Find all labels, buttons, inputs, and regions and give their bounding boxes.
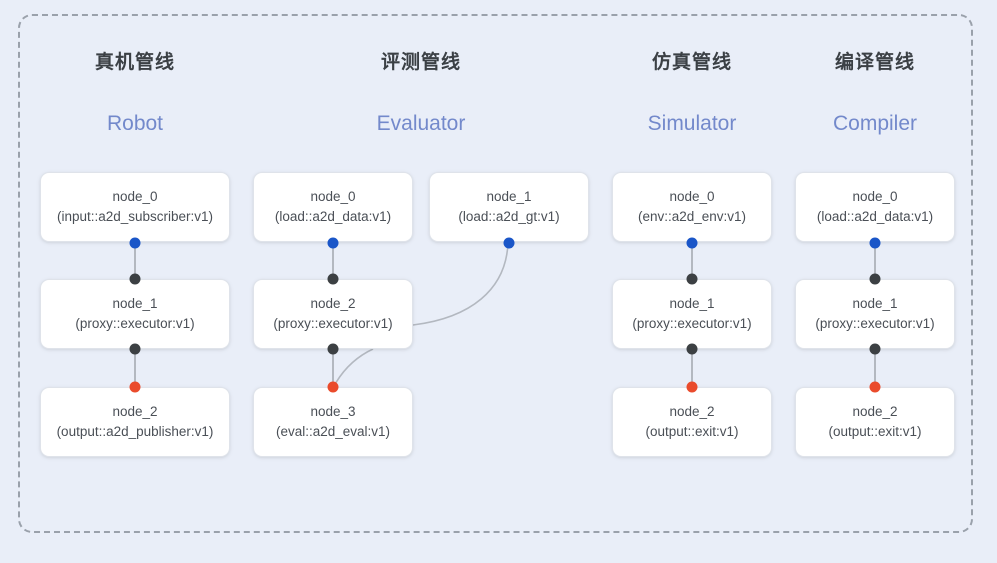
node-robot-2[interactable]: node_2 (output::a2d_publisher:v1) (40, 387, 230, 457)
port-in-simulator-2[interactable] (686, 381, 698, 393)
node-evaluator-0[interactable]: node_0 (load::a2d_data:v1) (253, 172, 413, 242)
port-out-simulator-1[interactable] (686, 343, 698, 355)
node-spec: (eval::a2d_eval:v1) (275, 424, 391, 439)
column-subtitle-compiler: Compiler (832, 112, 918, 135)
port-in-evaluator-2[interactable] (327, 273, 339, 285)
node-spec: (env::a2d_env:v1) (637, 209, 747, 224)
node-name: node_1 (669, 296, 715, 311)
edge-simulator-1-2 (691, 349, 693, 388)
node-name: node_0 (852, 189, 898, 204)
node-name: node_0 (112, 189, 158, 204)
node-robot-1[interactable]: node_1 (proxy::executor:v1) (40, 279, 230, 349)
node-spec: (output::exit:v1) (645, 424, 739, 439)
port-out-compiler-0[interactable] (869, 237, 881, 249)
port-out-compiler-1[interactable] (869, 343, 881, 355)
port-out-simulator-0[interactable] (686, 237, 698, 249)
column-simulator: 仿真管线 Simulator (612, 50, 772, 138)
node-spec: (load::a2d_gt:v1) (458, 209, 560, 224)
port-out-evaluator-2[interactable] (327, 343, 339, 355)
node-name: node_2 (310, 296, 356, 311)
node-name: node_2 (112, 404, 158, 419)
column-compiler: 编译管线 Compiler (795, 50, 955, 138)
node-spec: (load::a2d_data:v1) (274, 209, 392, 224)
port-out-evaluator-1[interactable] (503, 237, 515, 249)
node-robot-0[interactable]: node_0 (input::a2d_subscriber:v1) (40, 172, 230, 242)
edge-compiler-0-1 (874, 242, 876, 280)
port-out-robot-1[interactable] (129, 343, 141, 355)
node-spec: (input::a2d_subscriber:v1) (56, 209, 214, 224)
node-spec: (output::a2d_publisher:v1) (56, 424, 214, 439)
node-spec: (proxy::executor:v1) (815, 316, 935, 331)
column-title-evaluator: 评测管线 (380, 52, 461, 73)
port-in-robot-2[interactable] (129, 381, 141, 393)
node-spec: (proxy::executor:v1) (75, 316, 195, 331)
node-spec: (output::exit:v1) (828, 424, 922, 439)
edge-simulator-0-1 (691, 242, 693, 280)
node-evaluator-2[interactable]: node_2 (proxy::executor:v1) (253, 279, 413, 349)
node-evaluator-1[interactable]: node_1 (load::a2d_gt:v1) (429, 172, 589, 242)
edge-evaluator-0-2 (332, 242, 334, 280)
edge-evaluator-2-3 (332, 349, 334, 388)
port-in-compiler-2[interactable] (869, 381, 881, 393)
node-name: node_2 (852, 404, 898, 419)
node-compiler-0[interactable]: node_0 (load::a2d_data:v1) (795, 172, 955, 242)
edge-robot-0-1 (134, 242, 136, 280)
node-simulator-1[interactable]: node_1 (proxy::executor:v1) (612, 279, 772, 349)
edge-compiler-1-2 (874, 349, 876, 388)
column-title-robot: 真机管线 (94, 52, 175, 73)
column-title-simulator: 仿真管线 (651, 52, 732, 73)
node-compiler-1[interactable]: node_1 (proxy::executor:v1) (795, 279, 955, 349)
node-name: node_2 (669, 404, 715, 419)
node-name: node_1 (112, 296, 158, 311)
port-out-evaluator-0[interactable] (327, 237, 339, 249)
edge-robot-1-2 (134, 349, 136, 388)
port-in-compiler-1[interactable] (869, 273, 881, 285)
port-out-robot-0[interactable] (129, 237, 141, 249)
node-simulator-0[interactable]: node_0 (env::a2d_env:v1) (612, 172, 772, 242)
node-spec: (proxy::executor:v1) (273, 316, 393, 331)
node-name: node_1 (486, 189, 532, 204)
node-evaluator-3[interactable]: node_3 (eval::a2d_eval:v1) (253, 387, 413, 457)
node-simulator-2[interactable]: node_2 (output::exit:v1) (612, 387, 772, 457)
node-spec: (load::a2d_data:v1) (816, 209, 934, 224)
node-name: node_0 (310, 189, 356, 204)
node-name: node_0 (669, 189, 715, 204)
column-subtitle-robot: Robot (106, 112, 164, 135)
node-spec: (proxy::executor:v1) (632, 316, 752, 331)
port-in-evaluator-3[interactable] (327, 381, 339, 393)
column-subtitle-simulator: Simulator (647, 112, 737, 135)
node-name: node_1 (852, 296, 898, 311)
node-compiler-2[interactable]: node_2 (output::exit:v1) (795, 387, 955, 457)
node-name: node_3 (310, 404, 356, 419)
column-subtitle-evaluator: Evaluator (376, 112, 466, 135)
column-evaluator: 评测管线 Evaluator (253, 50, 589, 138)
column-robot: 真机管线 Robot (40, 50, 230, 138)
port-in-robot-1[interactable] (129, 273, 141, 285)
port-in-simulator-1[interactable] (686, 273, 698, 285)
column-title-compiler: 编译管线 (834, 52, 915, 73)
